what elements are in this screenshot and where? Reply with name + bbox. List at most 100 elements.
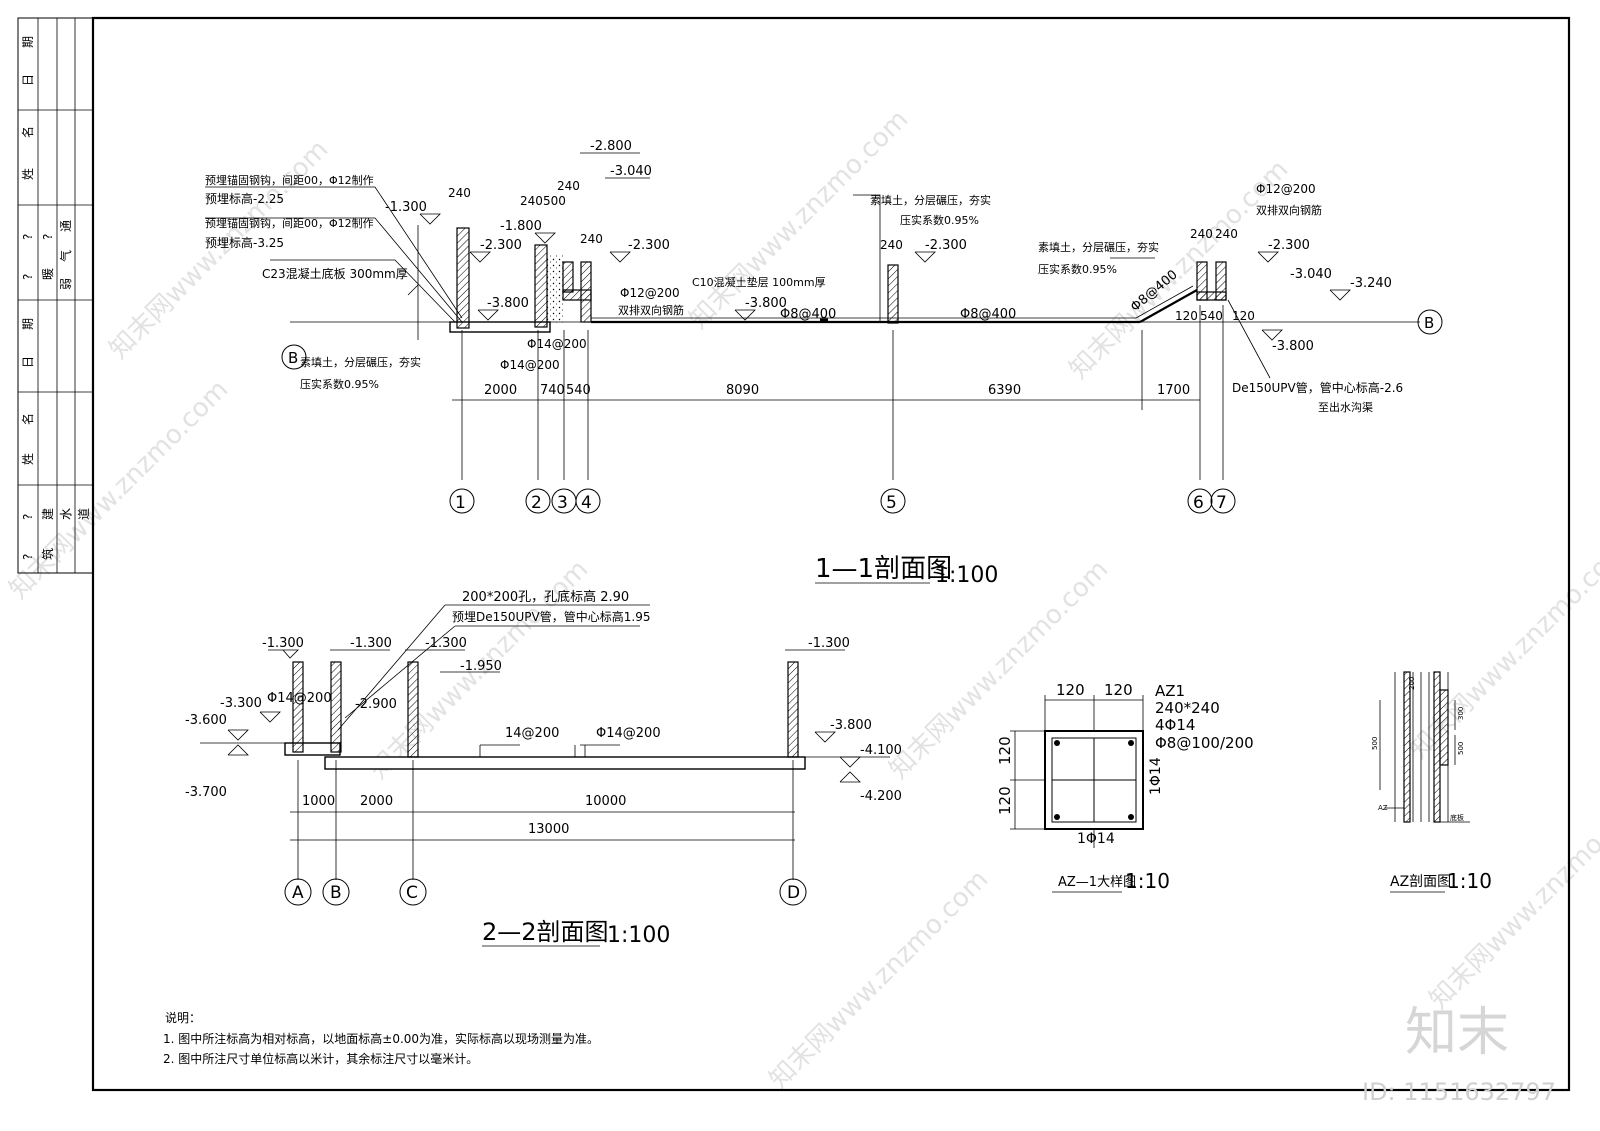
dim-text: 120 [1056, 681, 1085, 699]
section-1-1: 1 2 3 4 5 6 7 B B 2000 740 540 8090 6390… [205, 139, 1443, 588]
dim-text: 120 [1232, 309, 1255, 323]
elevation: -3.800 [487, 296, 529, 311]
dim-text: 240 [520, 194, 543, 208]
az-label: 底板 [1450, 813, 1464, 822]
watermark-layer: 知末网www.znzmo.com 知末网www.znzmo.com 知末网www… [4, 104, 1600, 1095]
wall-3 [562, 261, 574, 293]
note-text: 预埋标高-2.25 [205, 191, 284, 206]
dim-text: 1000 [302, 794, 335, 809]
rebar-text: Φ14@200 [596, 726, 661, 741]
note-text: 预埋锚固钢钩，间距00，Φ12制作 [205, 216, 374, 230]
wall-2 [534, 244, 548, 328]
wall-5 [887, 264, 899, 324]
axis-b-right [1417, 309, 1443, 335]
axis-label: C [406, 883, 418, 903]
tb-label: 弱 [59, 278, 73, 290]
elevation: -3.240 [1350, 276, 1392, 291]
tb-label: 暖 [41, 268, 55, 280]
detail-title: AZ剖面图 [1390, 874, 1451, 890]
axis-6 [1187, 488, 1213, 514]
elevation: -3.040 [610, 164, 652, 179]
dim-text: 240 [580, 232, 603, 246]
dim-text: 8090 [726, 383, 759, 398]
note-text: 素填土，分层碾压，夯实 [870, 193, 991, 207]
dim-text: 120 [1104, 681, 1133, 699]
elevation: -1.300 [808, 636, 850, 651]
axis-label: 3 [557, 493, 568, 513]
column-stirrup: Φ8@100/200 [1155, 734, 1254, 752]
elevation: -2.900 [355, 697, 397, 712]
note-text: 至出水沟渠 [1318, 400, 1373, 414]
rebar-text: Φ14@200 [527, 337, 587, 351]
tb-label: ? [21, 234, 35, 240]
axis-label: A [292, 883, 304, 903]
column-size: 240*240 [1155, 699, 1220, 717]
section-title: 2—2剖面图 [482, 918, 609, 946]
rebar-text: 1Φ14 [1148, 757, 1164, 795]
axis-b [322, 878, 350, 906]
axis-2 [525, 488, 551, 514]
elevation: -2.300 [925, 238, 967, 253]
note-text: 双排双向钢筋 [1256, 203, 1322, 217]
logo-text: 知末 [1405, 1003, 1509, 1063]
tb-label: ? [21, 274, 35, 280]
section-scale: 1:100 [935, 563, 998, 588]
elevation: -3.800 [830, 718, 872, 733]
wall-b [330, 661, 342, 753]
section-scale: 1:100 [607, 923, 670, 948]
wall-d [787, 661, 799, 758]
tb-label: 水 [59, 508, 73, 520]
base-slab [449, 321, 551, 333]
rebar-text: Φ8@400 [960, 307, 1016, 322]
az-label: 500 [1371, 737, 1379, 750]
tb-label: 气 [58, 250, 73, 262]
axis-4 [575, 488, 601, 514]
axis-label: 1 [455, 493, 466, 513]
tb-label: ? [21, 554, 35, 560]
note-text: 素填土，分层碾压，夯实 [1038, 240, 1159, 254]
wall-c [407, 661, 419, 758]
axis-label: 6 [1193, 493, 1204, 513]
dim-text: 1700 [1157, 383, 1190, 398]
column-name: AZ1 [1155, 682, 1185, 700]
elevation: -1.300 [350, 636, 392, 651]
title-block: 期 日 名 姓 ? ? 期 日 名 姓 ? ? ? 暖 通 气 弱 建 筑 水 … [17, 17, 94, 574]
tb-label: 通 [59, 220, 73, 232]
axis-label: 2 [531, 493, 542, 513]
tb-label: 筑 [40, 548, 55, 560]
tb-label: 姓 [21, 453, 35, 465]
base-slab-2 [324, 756, 806, 770]
general-notes: 说明： 1. 图中所注标高为相对标高，以地面标高±0.00为准，实际标高以现场测… [163, 1010, 599, 1066]
dim-text: 240 [1215, 227, 1238, 241]
column-bars: 4Φ14 [1155, 716, 1195, 734]
dim-text: 2000 [484, 383, 517, 398]
elevation: -4.100 [860, 743, 902, 758]
axis-label: B [330, 883, 342, 903]
note-item: 1. 图中所注标高为相对标高，以地面标高±0.00为准，实际标高以现场测量为准。 [163, 1031, 599, 1046]
rebar-text: Φ12@200 [620, 286, 680, 300]
az-label: 300 [1457, 707, 1465, 720]
note-text: 预埋De150UPV管，管中心标高1.95 [452, 609, 650, 624]
az-label: AZ [1378, 804, 1388, 812]
elevation: -1.300 [262, 636, 304, 651]
az-label: 200 [1408, 677, 1416, 690]
axis-c [399, 878, 427, 906]
tb-label: 日 [21, 356, 35, 368]
tb-label: 期 [21, 318, 35, 330]
dim-text: 240 [1190, 227, 1213, 241]
elevation: -4.200 [860, 789, 902, 804]
elevation: -3.700 [185, 785, 227, 800]
watermark-text: 知末网www.znzmo.com [1404, 534, 1600, 765]
note-text: 200*200孔，孔底标高 2.90 [462, 589, 629, 605]
axis-label: B [288, 349, 298, 367]
tb-label: ? [21, 514, 35, 520]
elevation: -1.300 [425, 636, 467, 651]
wall-a [292, 661, 304, 753]
axis-1 [449, 488, 475, 514]
axis-a [284, 878, 312, 906]
notes-heading: 说明： [165, 1010, 201, 1025]
tb-label: 道 [77, 508, 91, 520]
elevation: -1.300 [385, 200, 427, 215]
section-2-2: 1000 2000 10000 13000 A B C D -1.300 -1.… [185, 589, 902, 948]
